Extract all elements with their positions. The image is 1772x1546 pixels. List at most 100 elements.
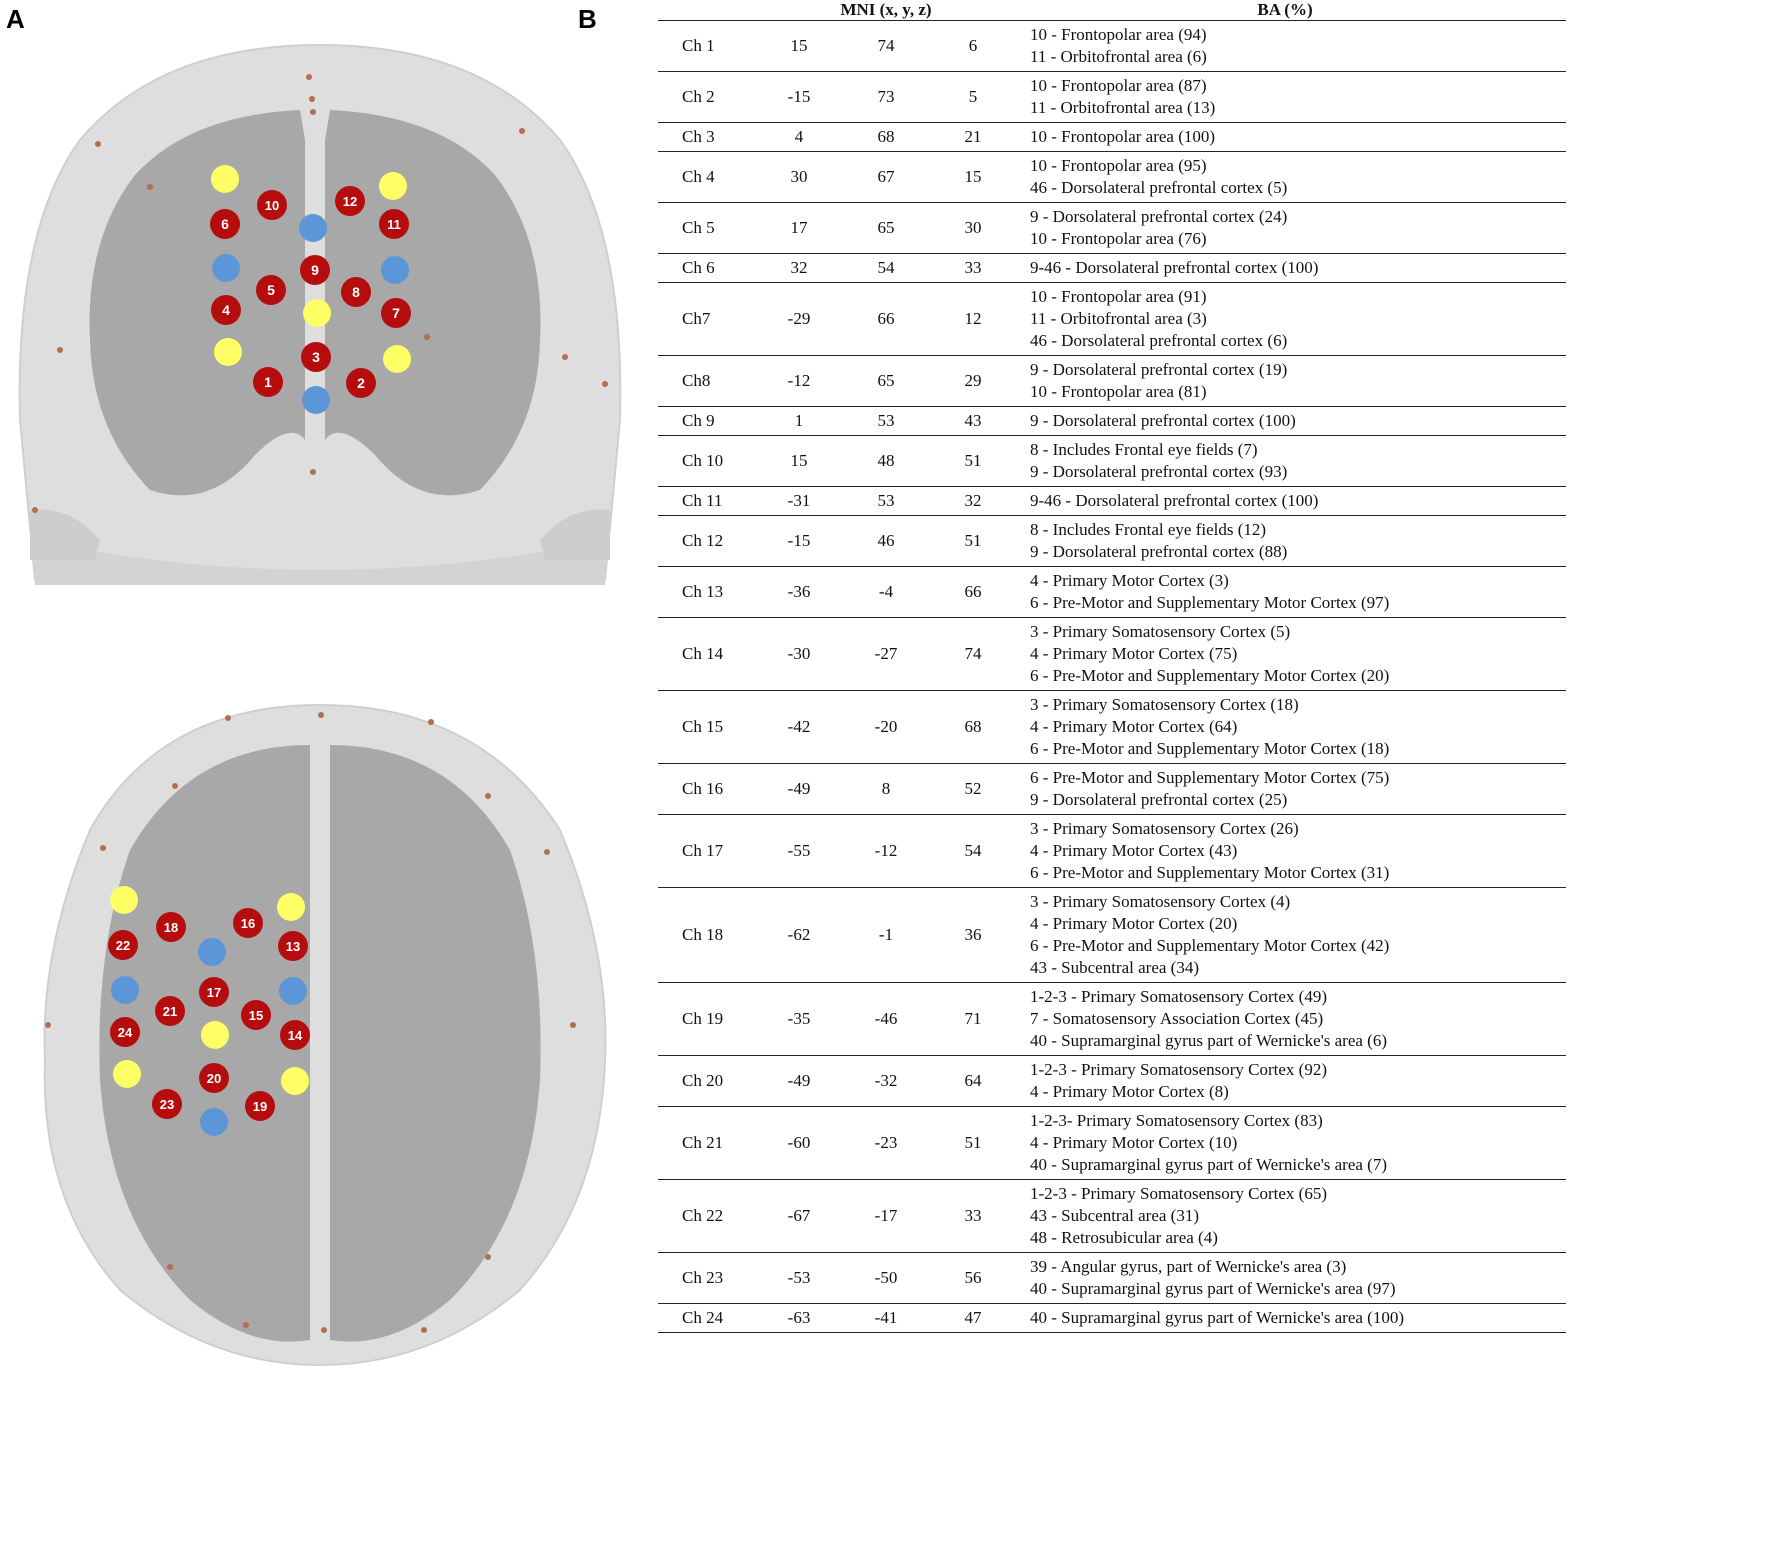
mni-x-cell: 17 bbox=[768, 202, 830, 254]
channel-label: 13 bbox=[286, 939, 300, 954]
ba-line: 40 - Supramarginal gyrus part of Wernick… bbox=[1030, 1279, 1396, 1298]
ba-line: 8 - Includes Frontal eye fields (7) bbox=[1030, 440, 1258, 459]
ba-line: 9 - Dorsolateral prefrontal cortex (100) bbox=[1030, 411, 1296, 430]
channel-label: 10 bbox=[265, 198, 279, 213]
ba-line: 39 - Angular gyrus, part of Wernicke's a… bbox=[1030, 1257, 1347, 1276]
ba-line: 10 - Frontopolar area (95) bbox=[1030, 156, 1207, 175]
mni-x-cell: -67 bbox=[768, 1179, 830, 1253]
channel-label: 7 bbox=[392, 305, 400, 321]
ba-line: 10 - Frontopolar area (81) bbox=[1030, 382, 1207, 401]
ba-line: 40 - Supramarginal gyrus part of Wernick… bbox=[1030, 1031, 1387, 1050]
ba-cell: 3 - Primary Somatosensory Cortex (18) 4 -… bbox=[1004, 690, 1566, 764]
mni-z-cell: 36 bbox=[942, 887, 1004, 983]
detector-optode bbox=[279, 977, 307, 1005]
detector-optode bbox=[302, 386, 330, 414]
ba-line: 3 - Primary Somatosensory Cortex (18) bbox=[1030, 695, 1299, 714]
mni-x-cell: -42 bbox=[768, 690, 830, 764]
channel-cell: Ch 9 bbox=[658, 406, 768, 436]
mni-y-cell: -12 bbox=[830, 814, 942, 888]
mni-x-cell: -49 bbox=[768, 763, 830, 815]
mni-y-cell: -50 bbox=[830, 1252, 942, 1304]
mni-z-cell: 6 bbox=[942, 20, 1004, 72]
ba-cell: 1-2-3 - Primary Somatosensory Cortex (65… bbox=[1004, 1179, 1566, 1253]
ba-line: 4 - Primary Motor Cortex (3) bbox=[1030, 571, 1229, 590]
mni-y-cell: 74 bbox=[830, 20, 942, 72]
channel-label: 4 bbox=[222, 302, 230, 318]
left-ear bbox=[30, 509, 100, 560]
ba-line: 11 - Orbitofrontal area (6) bbox=[1030, 47, 1207, 66]
channel-cell: Ch 19 bbox=[658, 982, 768, 1056]
channel-cell: Ch 22 bbox=[658, 1179, 768, 1253]
channel-cell: Ch 13 bbox=[658, 566, 768, 618]
ba-line: 43 - Subcentral area (34) bbox=[1030, 958, 1199, 977]
mni-z-cell: 33 bbox=[942, 1179, 1004, 1253]
right-ear bbox=[540, 509, 610, 560]
channel-cell: Ch 2 bbox=[658, 71, 768, 123]
fiducial-point bbox=[310, 469, 316, 475]
channel-cell: Ch 3 bbox=[658, 122, 768, 152]
ba-line: 3 - Primary Somatosensory Cortex (26) bbox=[1030, 819, 1299, 838]
ba-line: 9-46 - Dorsolateral prefrontal cortex (1… bbox=[1030, 491, 1319, 510]
mni-x-cell: -29 bbox=[768, 282, 830, 356]
ba-line: 8 - Includes Frontal eye fields (12) bbox=[1030, 520, 1267, 539]
mni-x-cell: -35 bbox=[768, 982, 830, 1056]
channel-marker bbox=[108, 930, 138, 960]
mni-y-cell: -1 bbox=[830, 887, 942, 983]
mni-z-cell: 32 bbox=[942, 486, 1004, 516]
ba-line: 1-2-3- Primary Somatosensory Cortex (83) bbox=[1030, 1111, 1323, 1130]
mni-z-cell: 56 bbox=[942, 1252, 1004, 1304]
mni-x-cell: -60 bbox=[768, 1106, 830, 1180]
fiducial-point bbox=[485, 793, 491, 799]
mni-x-cell: 1 bbox=[768, 406, 830, 436]
channel-label: 5 bbox=[267, 282, 275, 298]
ba-line: 6 - Pre-Motor and Supplementary Motor Co… bbox=[1030, 936, 1390, 955]
panel-b-label: B bbox=[578, 4, 597, 34]
mni-x-cell: 15 bbox=[768, 435, 830, 487]
channel-label: 11 bbox=[387, 217, 401, 232]
channel-marker bbox=[335, 186, 365, 216]
fiducial-point bbox=[544, 849, 550, 855]
channel-marker bbox=[156, 912, 186, 942]
mni-z-cell: 15 bbox=[942, 151, 1004, 203]
channel-cell: Ch 20 bbox=[658, 1055, 768, 1107]
ba-cell: 10 - Frontopolar area (100) bbox=[1004, 122, 1566, 152]
ba-line: 40 - Supramarginal gyrus part of Wernick… bbox=[1030, 1155, 1387, 1174]
mni-x-cell: -31 bbox=[768, 486, 830, 516]
channel-cell: Ch 5 bbox=[658, 202, 768, 254]
mni-x-cell: -12 bbox=[768, 355, 830, 407]
mni-header: MNI (x, y, z) bbox=[768, 0, 1004, 21]
fiducial-point bbox=[32, 507, 38, 513]
fiducial-point bbox=[318, 712, 324, 718]
mni-y-cell: 68 bbox=[830, 122, 942, 152]
ba-line: 10 - Frontopolar area (94) bbox=[1030, 25, 1207, 44]
mni-x-cell: -53 bbox=[768, 1252, 830, 1304]
mni-y-cell: 54 bbox=[830, 253, 942, 283]
source-optode bbox=[110, 886, 138, 914]
mni-x-cell: -15 bbox=[768, 71, 830, 123]
channel-label: 15 bbox=[249, 1008, 263, 1023]
channel-marker bbox=[210, 209, 240, 239]
mni-z-cell: 51 bbox=[942, 1106, 1004, 1180]
channel-label: 18 bbox=[164, 920, 178, 935]
channel-label: 8 bbox=[352, 284, 360, 300]
source-optode bbox=[281, 1067, 309, 1095]
ba-line: 4 - Primary Motor Cortex (64) bbox=[1030, 717, 1238, 736]
ba-line: 3 - Primary Somatosensory Cortex (4) bbox=[1030, 892, 1291, 911]
mni-z-cell: 51 bbox=[942, 435, 1004, 487]
ba-line: 43 - Subcentral area (31) bbox=[1030, 1206, 1199, 1225]
left-hemisphere bbox=[89, 110, 305, 496]
channel-cell: Ch 1 bbox=[658, 20, 768, 72]
mni-z-cell: 51 bbox=[942, 515, 1004, 567]
mni-y-cell: 67 bbox=[830, 151, 942, 203]
mni-y-cell: -4 bbox=[830, 566, 942, 618]
ba-line: 9 - Dorsolateral prefrontal cortex (24) bbox=[1030, 207, 1288, 226]
